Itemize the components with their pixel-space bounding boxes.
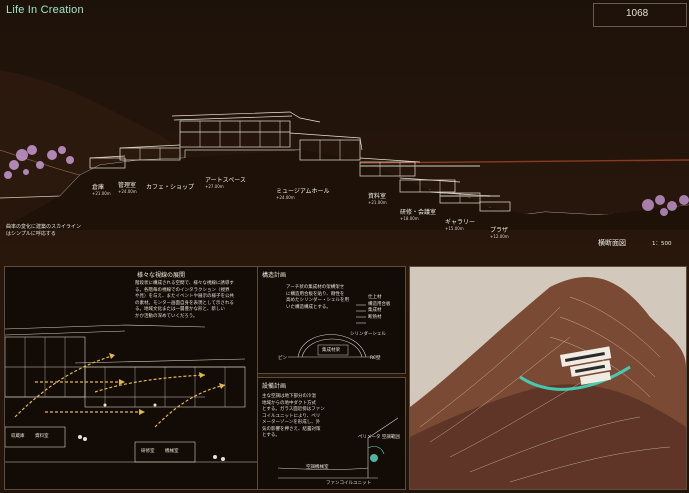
views-title: 様々な視線の展開: [137, 272, 186, 279]
text-line: とする。: [262, 433, 280, 438]
structure-title: 構造計画: [262, 272, 287, 279]
drawing-scale: 1：500: [652, 241, 672, 247]
views-label-training: 研修室: [141, 449, 155, 454]
text-line: る。各階毎の視線でのインタラクション（視界: [135, 287, 230, 293]
hvac-diagram: [277, 417, 399, 479]
perimeter-label: ペリメータ 空調範囲: [358, 435, 400, 440]
entry-number-box: 1068: [593, 3, 687, 27]
room-label-office: 管理室 +24.00m: [118, 180, 137, 194]
room-elev: +24.00m: [276, 195, 295, 200]
equipment-title: 設備計画: [262, 383, 287, 390]
shell-diagram: [288, 304, 376, 358]
room-name: アートスペース: [205, 177, 246, 184]
text-line: メーターゾーンを形成し、外: [262, 420, 321, 425]
text-line: 階段状に構成される空間で、様々な視線に誘導す: [135, 281, 234, 286]
room-label-plaza: プラザ +12.00m: [490, 225, 509, 239]
room-name: ギャラリー: [445, 219, 476, 226]
text-line: いた構造構成とする。: [286, 304, 331, 310]
note-line: 曲率の変化に建築のスカイライン: [6, 224, 82, 230]
room-elev: +24.00m: [118, 189, 137, 194]
views-panel: 様々な視線の展開 階段状に構成される空間で、様々な視線に誘導す る。各階毎の視線…: [4, 266, 258, 490]
beam-label: 集成材梁: [322, 348, 340, 353]
room-name: 研修・会議室: [400, 209, 437, 216]
room-label-artspace: アートスペース +27.00m: [205, 175, 246, 189]
legend-item: 断熱材: [368, 314, 382, 320]
room-elev: +21.00m: [368, 200, 387, 205]
legend-item: 集成材: [368, 308, 382, 313]
text-line: や見）を与え、またイベントや展示の様子を公共: [135, 294, 234, 299]
pin-label: ピン: [278, 356, 287, 361]
legend-item: 仕上材: [368, 295, 382, 300]
structure-legend: 仕上材 構造用合板 集成材 断熱材: [368, 295, 391, 321]
note-line: はシンプルに呼応する: [6, 231, 56, 237]
room-label-storage: 倉庫 +21.00m: [92, 182, 111, 196]
structure-panel: 構造計画 アーチ状の集成材の架構架せ に構造用合板を貼り、剛性を 高めたシリンダ…: [257, 266, 406, 374]
duct-label: 空調機械室: [306, 465, 329, 470]
equipment-text: 主な空調は地下部分の冷温 地域からの地中ダクト方式 とする。ガラス面近傍はファン…: [262, 394, 342, 440]
room-name: 資料室: [368, 193, 387, 200]
room-elev: +21.00m: [92, 191, 111, 196]
legend-item: 構造用合板: [368, 301, 391, 307]
room-elev: +15.00m: [445, 226, 464, 231]
text-line: とする。ガラス面近傍はファン: [262, 407, 325, 412]
rc-wall-label: RC壁: [370, 356, 381, 361]
text-line: 気の影響を押さえ、結露対策: [262, 426, 321, 432]
text-line: に構造用合板を貼り、剛性を: [286, 291, 345, 297]
views-label-archive: 資料室: [35, 434, 49, 439]
room-label-cafe: カフェ・ショップ: [146, 182, 194, 191]
text-line: 地域からの地中ダクト方式: [262, 400, 316, 406]
fan-coil-label: ファンコイルユニット: [326, 481, 371, 486]
room-label-archive: 資料室 +21.00m: [368, 191, 387, 205]
views-label-machine: 機械室: [165, 449, 179, 454]
room-name: プラザ: [490, 227, 509, 234]
drawing-title: 横断面図: [598, 239, 626, 247]
views-label-storage: 収蔵庫: [11, 434, 25, 439]
text-line: かか活動の深めていくだろう。: [135, 313, 198, 319]
entry-number: 1068: [626, 8, 649, 19]
room-name: カフェ・ショップ: [146, 184, 195, 191]
model-photo: [409, 266, 687, 490]
room-label-meeting: 研修・会議室 +18.00m: [400, 207, 436, 221]
shell-label: シリンダーシェル: [350, 332, 386, 337]
room-name: ミュージアムホール: [276, 188, 330, 195]
room-elev: +12.00m: [490, 234, 509, 239]
room-name: 倉庫: [92, 184, 105, 191]
room-name: 管理室: [118, 182, 137, 189]
text-line: の素材。モンター画面自身を表現として示される: [135, 300, 234, 306]
text-line: コイルユニットにより、ペリ: [262, 413, 321, 419]
text-line: 主な空調は地下部分の冷温: [262, 394, 316, 399]
text-line: る。地域文化または一層豊かな形と、新しい: [135, 307, 225, 312]
room-label-gallery: ギャラリー +15.00m: [445, 217, 475, 231]
text-line: アーチ状の集成材の架構架せ: [286, 285, 345, 290]
structure-text: アーチ状の集成材の架構架せ に構造用合板を貼り、剛性を 高めたシリンダー・シェル…: [286, 285, 396, 311]
room-elev: +27.00m: [205, 184, 224, 189]
room-label-hall: ミュージアムホール +24.00m: [276, 186, 329, 200]
equipment-panel: 設備計画 主な空調は地下部分の冷温 地域からの地中ダクト方式 とする。ガラス面近…: [257, 377, 406, 490]
board-title: Life In Creation: [6, 4, 84, 16]
text-line: 高めたシリンダー・シェルを用: [286, 298, 349, 303]
views-text: 階段状に構成される空間で、様々な視線に誘導す る。各階毎の視線でのインタラクショ…: [135, 281, 253, 320]
skyline-note: 曲率の変化に建築のスカイライン はシンプルに呼応する: [6, 224, 81, 238]
room-elev: +18.00m: [400, 216, 419, 221]
views-section-sketch: [5, 324, 257, 463]
terrain-model-image: [410, 267, 686, 489]
